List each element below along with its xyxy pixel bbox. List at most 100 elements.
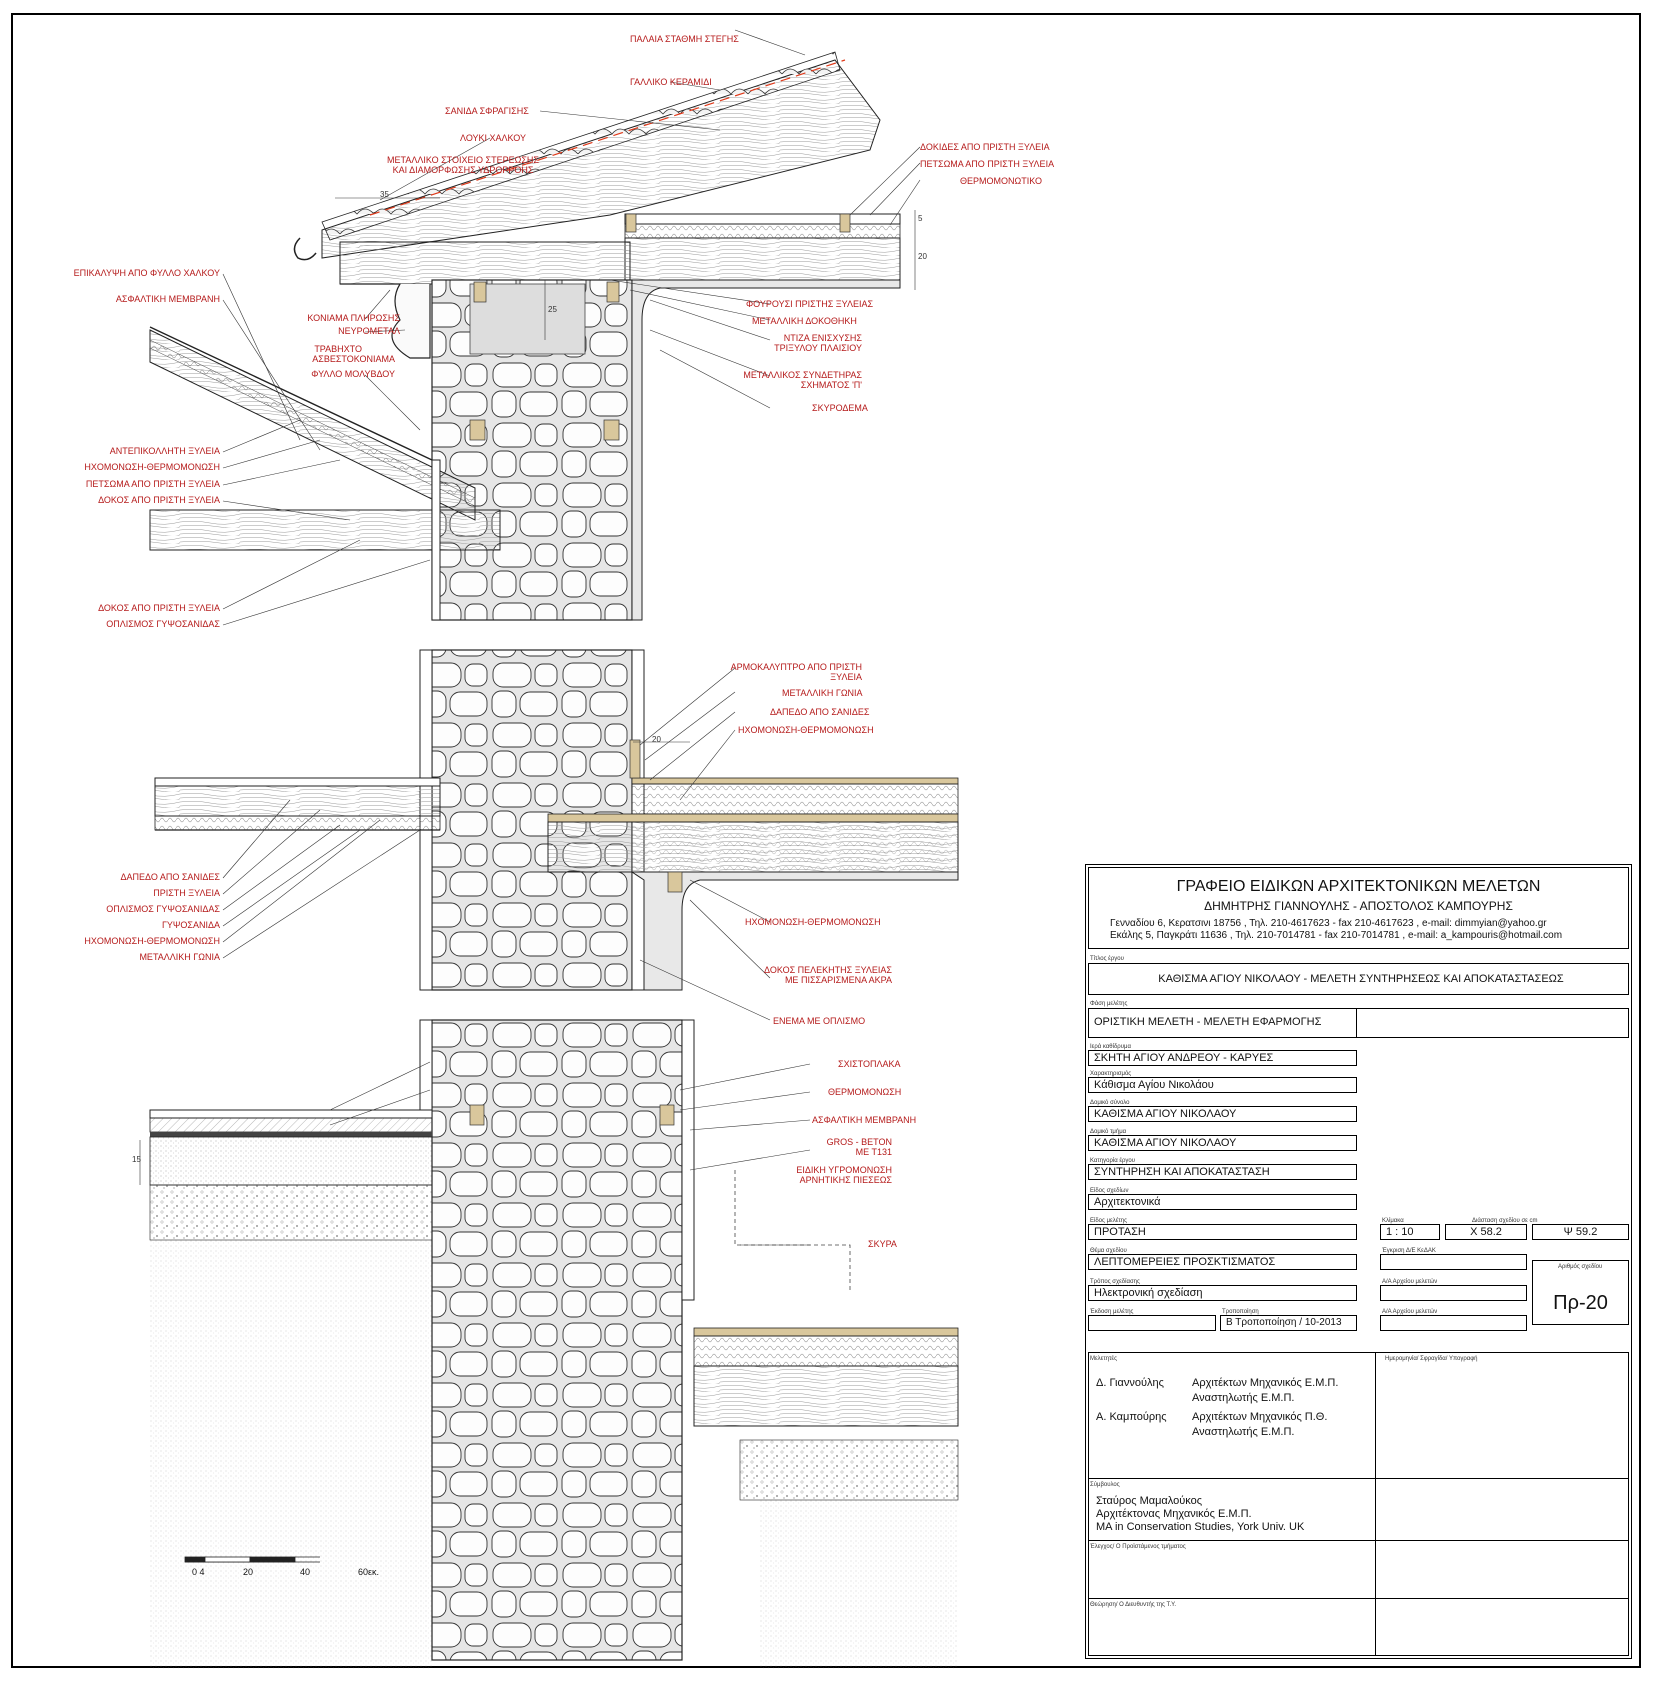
label-armokalyptro-1: ΑΡΜΟΚΑΛΥΠΤΡΟ ΑΠΟ ΠΡΙΣΤΗ bbox=[730, 662, 862, 672]
label-study: Είδος μελέτης bbox=[1090, 1218, 1127, 1224]
scale-label-60: 60εκ. bbox=[358, 1567, 380, 1577]
check-divider bbox=[1088, 1540, 1629, 1541]
label-subject: Θέμα σχεδίου bbox=[1090, 1248, 1127, 1254]
label-category: Κατηγορία έργου bbox=[1090, 1158, 1136, 1164]
dim-5: 5 bbox=[918, 214, 923, 223]
label-fourousi: ΦΟΥΡΟΥΣΙ ΠΡΙΣΤΗΣ ΞΥΛΕΙΑΣ bbox=[746, 299, 874, 309]
label-metalliki-gonia-r: ΜΕΤΑΛΛΙΚΗ ΓΩΝΙΑ bbox=[782, 688, 863, 698]
label-advisor: Σύμβουλος bbox=[1090, 1482, 1120, 1488]
aa-2 bbox=[1380, 1315, 1527, 1331]
address-1: Γενναδίου 6, Κερατσινι 18756 , Τηλ. 210-… bbox=[1110, 918, 1547, 929]
label-armokalyptro-2: ΞΥΛΕΙΑ bbox=[830, 672, 862, 682]
author-1-role-2: Αναστηλωτής Ε.Μ.Π. bbox=[1192, 1392, 1295, 1404]
label-aa-1: Α/Α Αρχείου μελετών bbox=[1382, 1279, 1438, 1285]
label-gros-2: ΜΕ Τ131 bbox=[855, 1147, 892, 1157]
author-1-role-1: Αρχιτέκτων Μηχανικός Ε.Μ.Π. bbox=[1192, 1377, 1339, 1389]
complex: ΚΑΘΙΣΜΑ ΑΓΙΟΥ ΝΙΚΟΛΑΟΥ bbox=[1088, 1106, 1357, 1122]
advisor-degree: MA in Conservation Studies, York Univ. U… bbox=[1096, 1521, 1305, 1533]
author-2-role-2: Αναστηλωτής Ε.Μ.Π. bbox=[1192, 1426, 1295, 1438]
dim-35: 35 bbox=[380, 190, 389, 199]
label-check: Έλεγχος/ Ο Προϊστάμενος τμήματος bbox=[1090, 1544, 1186, 1550]
revision: Β Τροποποίηση / 10-2013 bbox=[1220, 1315, 1357, 1331]
category: ΣΥΝΤΗΡΗΣΗ ΚΑΙ ΑΠΟΚΑΤΑΣΤΑΣΗ bbox=[1088, 1164, 1357, 1180]
drawing-number-box bbox=[1532, 1260, 1629, 1325]
label-holy: Ιερά καθίδρυμα bbox=[1090, 1044, 1131, 1050]
advisor-name: Σταύρος Μαμαλούκος bbox=[1096, 1495, 1203, 1507]
label-koniama: ΚΟΝΙΑΜΑ ΠΛΗΡΩΣΗΣ bbox=[307, 313, 400, 323]
label-fyllo-molyvdou: ΦΥΛΛΟ ΜΟΛΥΒΔΟΥ bbox=[311, 369, 395, 379]
dim-25: 25 bbox=[548, 305, 557, 314]
label-syndetiras-2: ΣΧΗΜΑΤΟΣ 'Π' bbox=[800, 380, 862, 390]
label-dokos-pel-2: ΜΕ ΠΙΣΣΑΡΙΣΜΕΝΑ ΑΚΡΑ bbox=[784, 975, 892, 985]
approve-divider bbox=[1088, 1598, 1629, 1599]
label-thermomonosi: ΘΕΡΜΟΜΟΝΩΣΗ bbox=[828, 1087, 902, 1097]
label-metalliki-gonia-l: ΜΕΤΑΛΛΙΚΗ ΓΩΝΙΑ bbox=[139, 952, 220, 962]
label-travixto-1: ΤΡΑΒΗΧΤΟ bbox=[314, 344, 362, 354]
phase: ΟΡΙΣΤΙΚΗ ΜΕΛΕΤΗ - ΜΕΛΕΤΗ ΕΦΑΡΜΟΓΗΣ bbox=[1094, 1016, 1322, 1028]
project-title: ΚΑΘΙΣΜΑ ΑΓΙΟΥ ΝΙΚΟΛΑΟΥ - ΜΕΛΕΤΗ ΣΥΝΤΗΡΗΣ… bbox=[1088, 963, 1629, 995]
label-gros-1: GROS - BETON bbox=[826, 1137, 892, 1147]
label-method: Τρόπος σχεδίασης bbox=[1090, 1279, 1140, 1285]
advisor-role: Αρχιτέκτονας Μηχανικός Ε.Μ.Π. bbox=[1096, 1508, 1252, 1520]
dim-15: 15 bbox=[132, 1155, 141, 1164]
label-sxistoplaka: ΣΧΙΣΤΟΠΛΑΚΑ bbox=[838, 1059, 901, 1069]
label-asfaltiki-top: ΑΣΦΑΛΤΙΚΗ ΜΕΜΒΡΑΝΗ bbox=[115, 294, 220, 304]
label-ntiza-2: ΤΡΙΞΥΛΟΥ ΠΛΑΙΣΙΟΥ bbox=[774, 343, 862, 353]
scale-label-0: 0 4 bbox=[192, 1567, 205, 1577]
authors-divider bbox=[1375, 1352, 1376, 1656]
label-dim: Διάσταση σχεδίου σε cm bbox=[1472, 1218, 1538, 1224]
label-skyrodema: ΣΚΥΡΟΔΕΜΑ bbox=[812, 403, 868, 413]
label-travixto-2: ΑΣΒΕΣΤΟΚΟΝΙΑΜΑ bbox=[312, 354, 395, 364]
label-dapedo-l: ΔΑΠΕΔΟ ΑΠΟ ΣΑΝΙΔΕΣ bbox=[120, 872, 221, 882]
label-asfaltiki-bot: ΑΣΦΑΛΤΙΚΗ ΜΕΜΒΡΑΝΗ bbox=[812, 1115, 917, 1125]
label-dokos-left-2: ΔΟΚΟΣ ΑΠΟ ΠΡΙΣΤΗ ΞΥΛΕΙΑ bbox=[98, 603, 220, 613]
label-dokides: ΔΟΚΙΔΕΣ ΑΠΟ ΠΡΙΣΤΗ ΞΥΛΕΙΑ bbox=[920, 142, 1050, 152]
approval bbox=[1380, 1254, 1527, 1270]
label-palaia-stathmi: ΠΑΛΑΙΑ ΣΤΑΘΜΗ ΣΤΕΓΗΣ bbox=[630, 34, 739, 44]
label-complex: Δομικό σύνολο bbox=[1090, 1100, 1130, 1106]
label-ixomonosi-r1: ΗΧΟΜΟΝΩΣΗ-ΘΕΡΜΟΜΟΝΩΣΗ bbox=[738, 725, 874, 735]
label-petsoma-left: ΠΕΤΣΩΜΑ ΑΠΟ ΠΡΙΣΤΗ ΞΥΛΕΙΑ bbox=[85, 479, 220, 489]
dim-y: Ψ 59.2 bbox=[1532, 1224, 1629, 1240]
scale: 1 : 10 bbox=[1380, 1224, 1440, 1240]
label-metalliko-stoixeio-1: ΜΕΤΑΛΛΙΚΟ ΣΤΟΙΧΕΙΟ ΣΤΕΡΕΩΣΗΣ bbox=[387, 155, 539, 165]
author-1-name: Δ. Γιαννούλης bbox=[1096, 1377, 1164, 1389]
phase-box bbox=[1088, 1008, 1629, 1038]
scale-label-40: 40 bbox=[300, 1567, 311, 1577]
office-header bbox=[1088, 867, 1629, 949]
label-authors: Μελετητές bbox=[1090, 1356, 1117, 1362]
office-name: ΓΡΑΦΕΙΟ ΕΙΔΙΚΩΝ ΑΡΧΙΤΕΚΤΟΝΙΚΩΝ ΜΕΛΕΤΩΝ bbox=[1176, 878, 1541, 895]
part: ΚΑΘΙΣΜΑ ΑΓΙΟΥ ΝΙΚΟΛΑΟΥ bbox=[1088, 1135, 1357, 1151]
label-eidiki-2: ΑΡΝΗΤΙΚΗΣ ΠΙΕΣΕΩΣ bbox=[799, 1175, 892, 1185]
drawing-number: Πρ-20 bbox=[1553, 1292, 1608, 1314]
author-2-name: Α. Καμπούρης bbox=[1096, 1411, 1167, 1423]
label-project-title: Τίτλος έργου bbox=[1090, 956, 1124, 962]
edition bbox=[1088, 1315, 1216, 1331]
label-revision: Τροποποίηση bbox=[1222, 1309, 1259, 1315]
label-enema: ΕΝΕΜΑ ΜΕ ΟΠΛΙΣΜΟ bbox=[773, 1016, 866, 1026]
label-antepikolliti: ΑΝΤΕΠΙΚΟΛΛΗΤΗ ΞΥΛΕΙΑ bbox=[109, 446, 220, 456]
label-epikalypsi: ΕΠΙΚΑΛΥΨΗ ΑΠΟ ΦΥΛΛΟ ΧΑΛΚΟΥ bbox=[73, 268, 220, 278]
label-louki-xalkou: ΛΟΥΚΙ ΧΑΛΚΟΥ bbox=[460, 133, 526, 143]
label-pristi: ΠΡΙΣΤΗ ΞΥΛΕΙΑ bbox=[153, 888, 220, 898]
label-dokos-pel-1: ΔΟΚΟΣ ΠΕΛΕΚΗΤΗΣ ΞΥΛΕΙΑΣ bbox=[764, 965, 892, 975]
label-syndetiras-1: ΜΕΤΑΛΛΙΚΟΣ ΣΥΝΔΕΤΗΡΑΣ bbox=[743, 370, 862, 380]
label-dokos-left-1: ΔΟΚΟΣ ΑΠΟ ΠΡΙΣΤΗ ΞΥΛΕΙΑ bbox=[98, 495, 220, 505]
char: Κάθισμα Αγίου Νικολάου bbox=[1088, 1077, 1357, 1093]
label-char: Χαρακτηρισμός bbox=[1090, 1071, 1132, 1077]
method: Ηλεκτρονική σχεδίαση bbox=[1088, 1285, 1357, 1301]
label-skyra: ΣΚΥΡΑ bbox=[868, 1239, 897, 1249]
study: ΠΡΟΤΑΣΗ bbox=[1088, 1224, 1357, 1240]
label-oplismos-1: ΟΠΛΙΣΜΟΣ ΓΥΨΟΣΑΝΙΔΑΣ bbox=[106, 619, 220, 629]
label-edition: Έκδοση μελέτης bbox=[1090, 1309, 1134, 1315]
label-gypsosanida: ΓΥΨΟΣΑΝΙΔΑ bbox=[161, 920, 220, 930]
author-2-role-1: Αρχιτέκτων Μηχανικός Π.Θ. bbox=[1192, 1411, 1328, 1423]
label-metalliko-stoixeio-2: ΚΑΙ ΔΙΑΜΟΡΦΩΣΗΣ ΥΔΡΟΡΡΟΗΣ bbox=[392, 165, 534, 175]
dim-20-mid: 20 bbox=[652, 735, 661, 744]
phase-divider bbox=[1356, 1008, 1357, 1038]
label-type: Είδος σχεδίων bbox=[1090, 1188, 1129, 1194]
advisor-divider bbox=[1088, 1478, 1629, 1479]
label-ixomonosi-l2: ΗΧΟΜΟΝΩΣΗ-ΘΕΡΜΟΜΟΝΩΣΗ bbox=[84, 936, 220, 946]
title-block bbox=[1085, 864, 1632, 1659]
scale-label-20: 20 bbox=[243, 1567, 254, 1577]
